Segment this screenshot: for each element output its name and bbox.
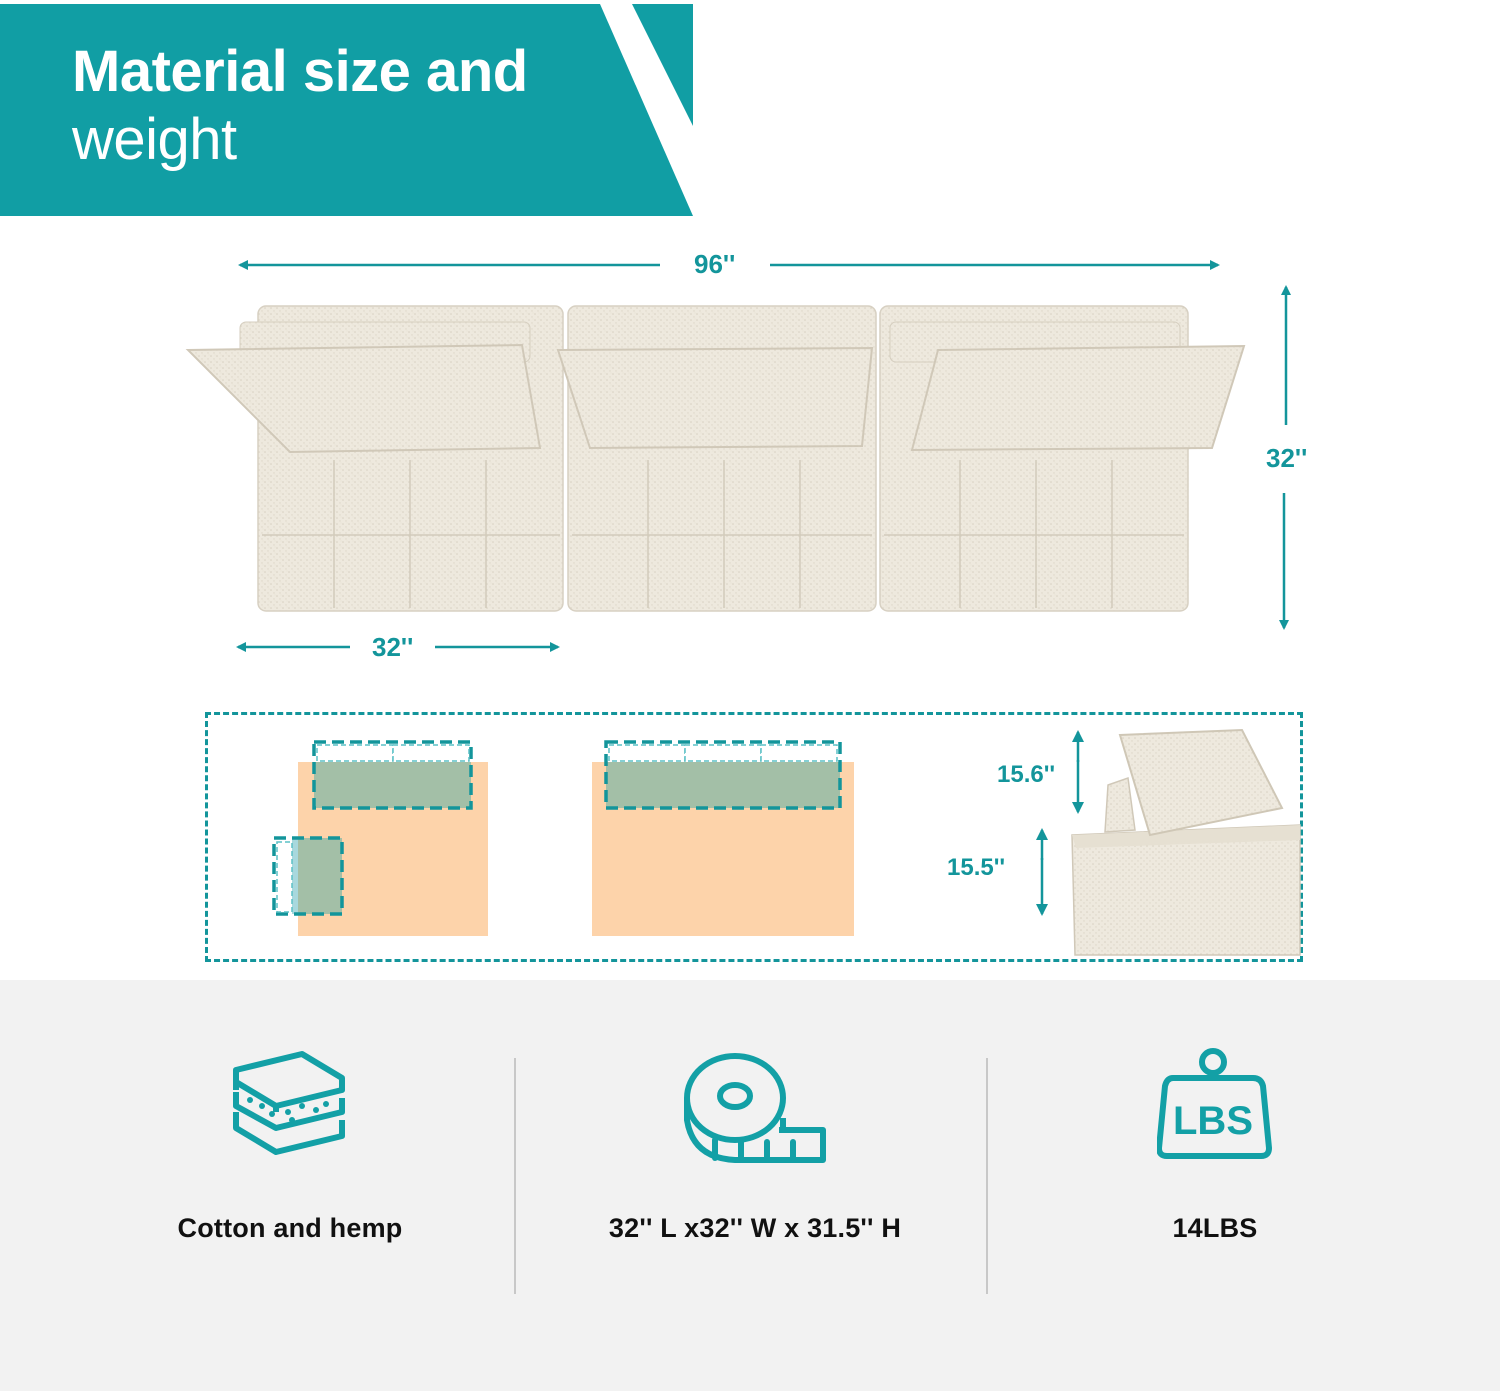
total-width-label: 96'' xyxy=(694,249,736,279)
sofa-seat-3 xyxy=(879,305,1246,612)
feature-material-label: Cotton and hemp xyxy=(177,1213,403,1243)
weight-icon: LBS xyxy=(1156,1048,1273,1169)
dimension-arrows xyxy=(185,260,1291,652)
straight-configuration xyxy=(592,740,854,936)
feature-dimensions-label: 32'' L x32'' W x 31.5'' H xyxy=(608,1213,902,1243)
layout-diagrams xyxy=(272,728,1301,956)
seat-height-label: 15.5'' xyxy=(947,854,1006,881)
layers-icon xyxy=(232,1048,348,1165)
feature-dimensions: 32'' L x32'' W x 31.5'' H xyxy=(560,980,950,1391)
divider-2 xyxy=(986,1058,988,1294)
tape-measure-icon xyxy=(683,1048,827,1169)
single-width-label: 32'' xyxy=(372,632,414,662)
sofa-seat-1 xyxy=(185,305,564,612)
svg-text:LBS: LBS xyxy=(1173,1099,1253,1143)
sofa-seat-2 xyxy=(556,305,877,612)
depth-label: 32'' xyxy=(1266,443,1308,473)
features-panel: Cotton and hemp 32'' L x32'' W x 3 xyxy=(0,980,1500,1391)
divider-1 xyxy=(514,1058,516,1294)
page-title: Material size and weight xyxy=(72,38,632,174)
title-line-2: weight xyxy=(72,107,237,172)
single-seat-side-view xyxy=(1071,728,1301,956)
header-banner: Material size and weight xyxy=(0,0,700,220)
feature-weight-label: 14LBS xyxy=(1172,1213,1258,1243)
layout-configurations-box xyxy=(205,712,1303,962)
title-line-1: Material size and xyxy=(72,39,528,104)
l-shape-configuration xyxy=(272,740,488,936)
back-height-label: 15.6'' xyxy=(997,761,1056,788)
banner-shape xyxy=(0,4,693,216)
feature-weight: LBS 14LBS xyxy=(1080,980,1350,1391)
feature-material: Cotton and hemp xyxy=(130,980,450,1391)
